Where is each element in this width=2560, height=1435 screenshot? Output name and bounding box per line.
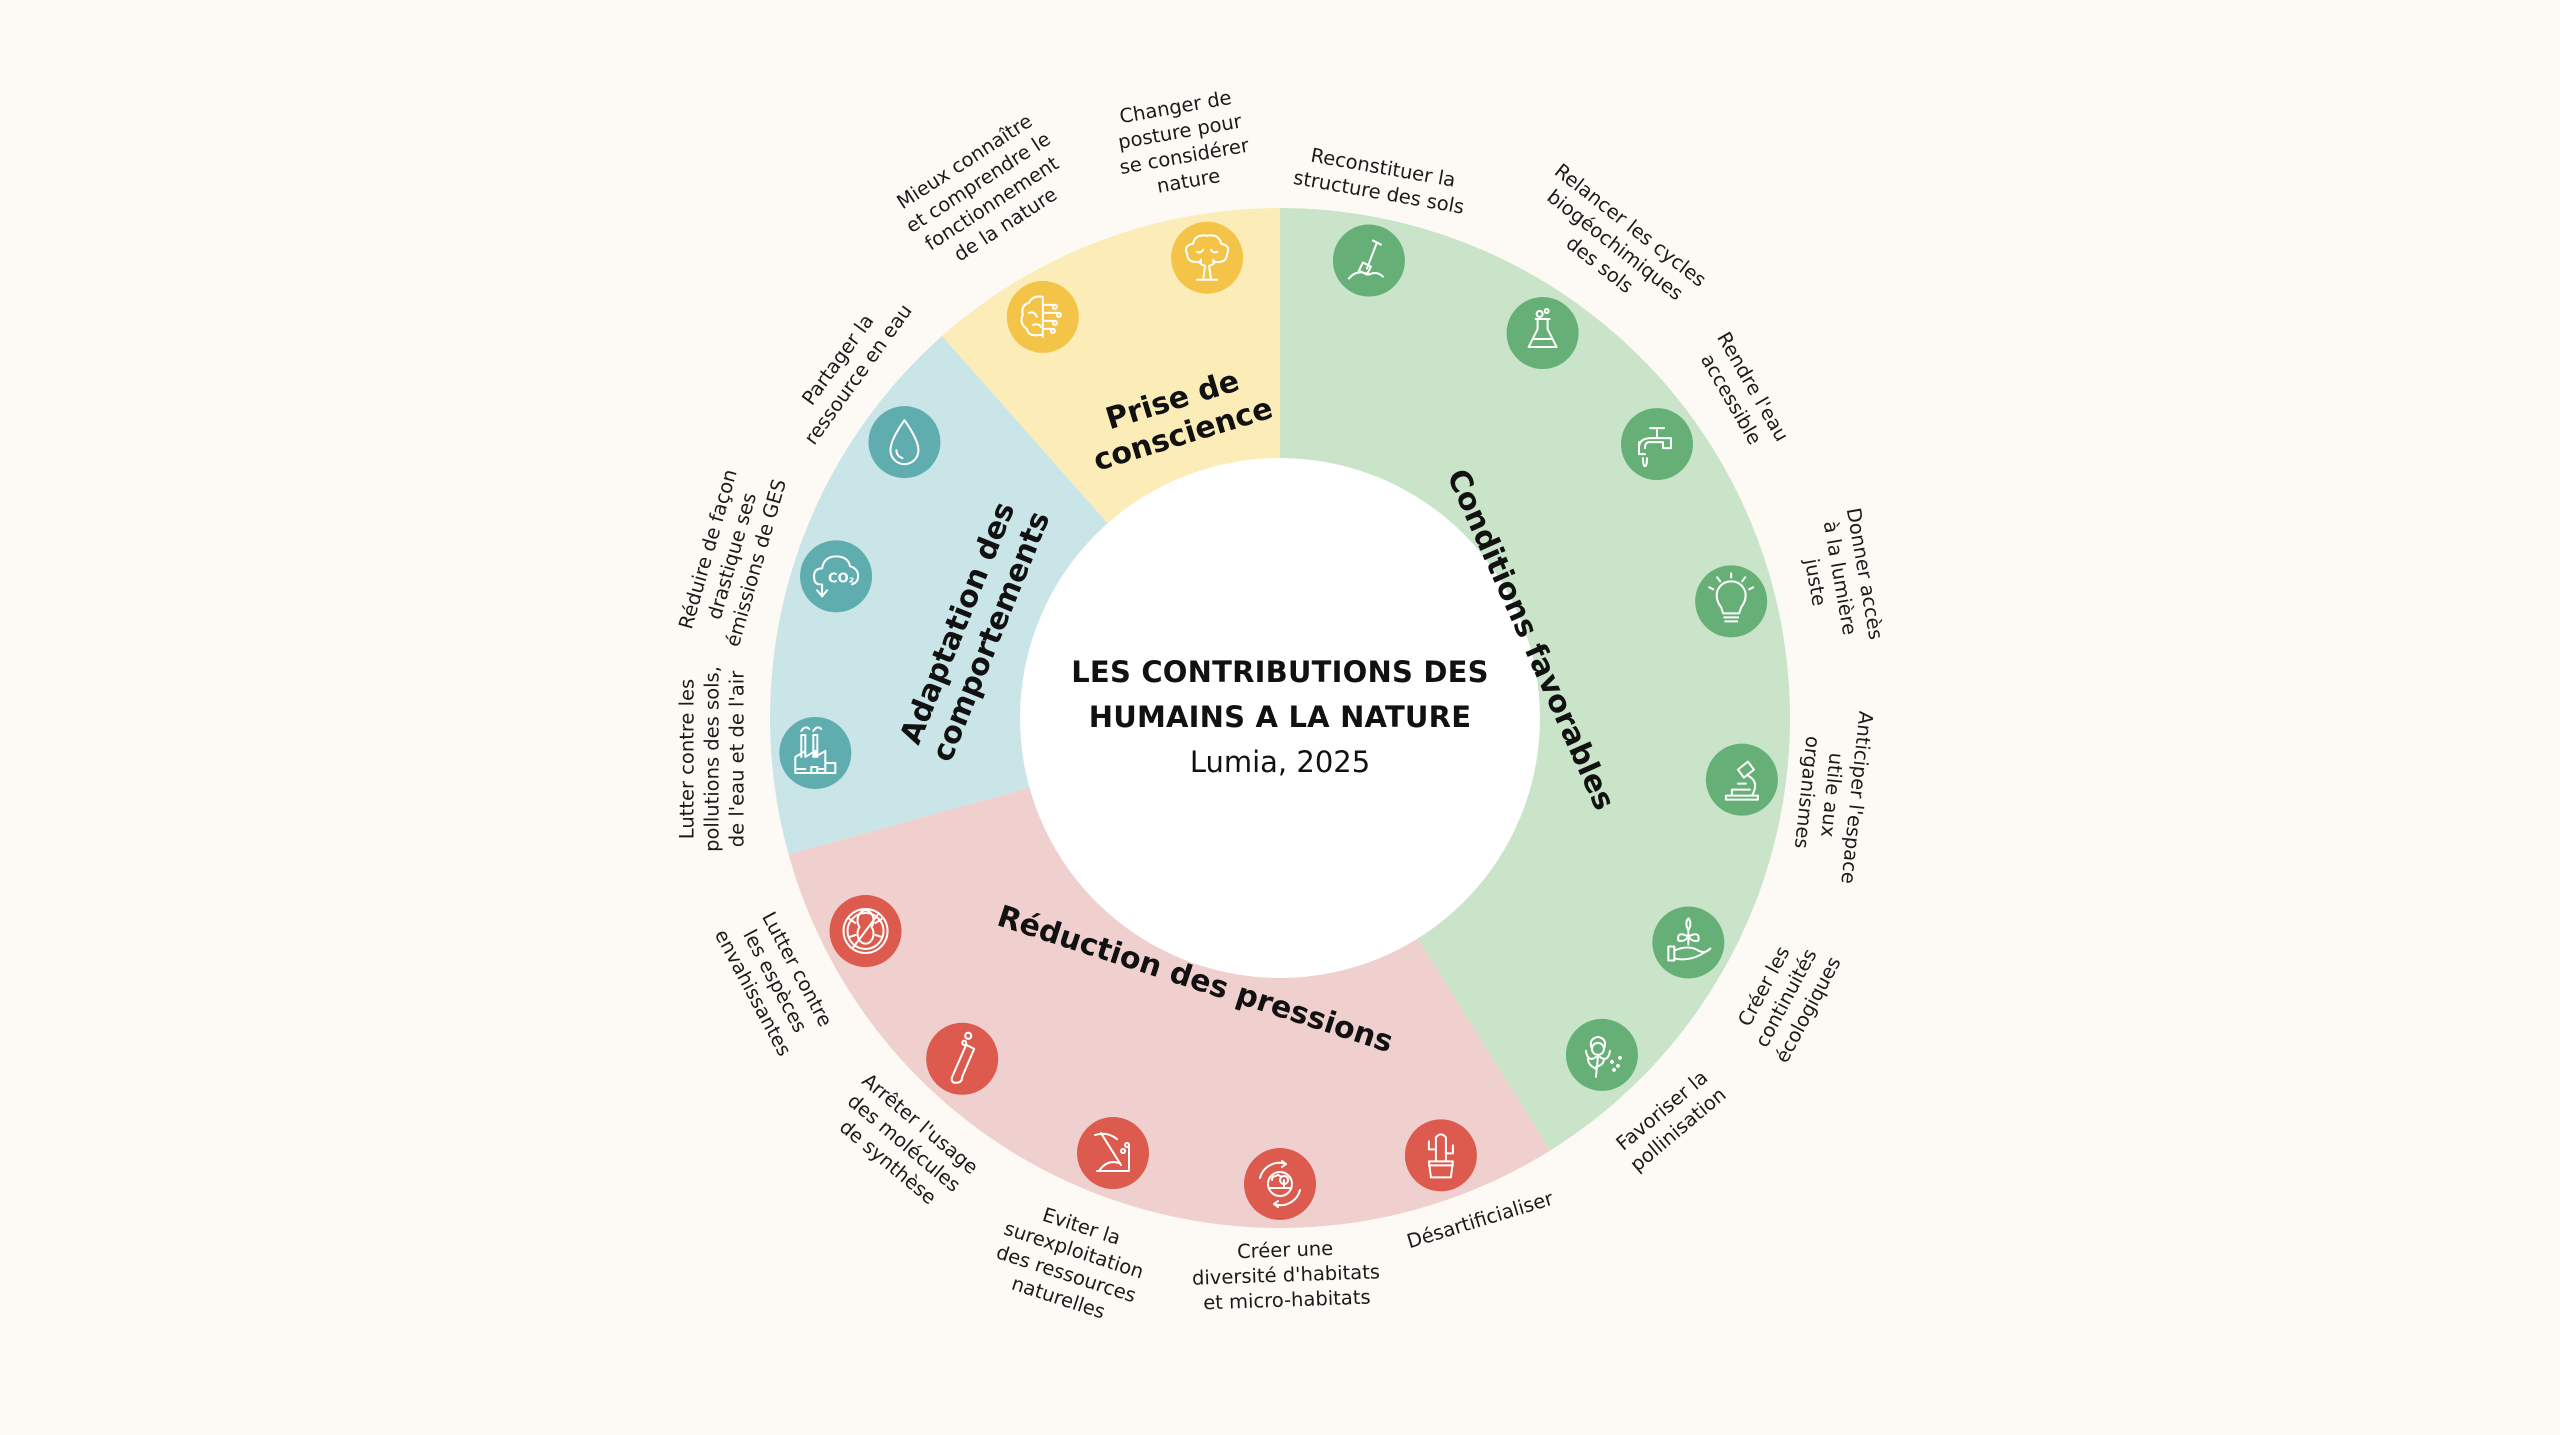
item-label-habitats: Créer une diversité d'habitats et micro-… [1191, 1236, 1381, 1315]
pickaxe-icon-glyph [1094, 1132, 1131, 1173]
center-title-line1: LES CONTRIBUTIONS DES [1071, 655, 1489, 689]
test-tube-icon-glyph [950, 1031, 976, 1084]
shovel-icon [1332, 224, 1405, 297]
brain-icon-glyph [1020, 295, 1062, 338]
icon-badge [1705, 743, 1778, 816]
flower-pollen-icon [1565, 1018, 1638, 1091]
water-tap-icon-glyph [1638, 427, 1673, 468]
icon-badge [1695, 565, 1768, 638]
microscope-icon-glyph [1724, 760, 1759, 801]
cactus-icon [1404, 1119, 1477, 1192]
icon-badge [1244, 1148, 1316, 1220]
icon-badge [1332, 224, 1405, 297]
factory-icon-glyph [794, 726, 837, 774]
water-tap-icon [1621, 408, 1694, 481]
water-drop-icon-glyph [889, 419, 920, 466]
no-bug-icon [829, 895, 902, 968]
no-bug-icon-glyph [842, 908, 889, 955]
hand-plant-icon [1652, 906, 1725, 979]
flask-icon-glyph [1527, 308, 1558, 349]
water-drop-icon [868, 406, 941, 479]
center-title-line2: HUMAINS A LA NATURE [1088, 700, 1472, 734]
segment-reduction [788, 784, 1551, 1228]
microscope-icon [1705, 743, 1778, 816]
icon-badge [926, 1022, 999, 1095]
center-title-block: LES CONTRIBUTIONS DES HUMAINS A LA NATUR… [1030, 650, 1530, 784]
shovel-icon-glyph [1347, 239, 1384, 280]
center-subtitle: Lumia, 2025 [1189, 745, 1371, 779]
co2-cloud-icon: CO₂ [800, 540, 873, 613]
icon-badge [1506, 297, 1579, 370]
icon-badge [1621, 408, 1694, 481]
light-bulb-icon [1695, 565, 1768, 638]
brain-icon [1006, 280, 1079, 353]
icon-badge [868, 406, 941, 479]
habitat-cycle-icon [1244, 1148, 1316, 1220]
hand-plant-icon-glyph [1667, 917, 1712, 962]
test-tube-icon [926, 1022, 999, 1095]
tree-icon-glyph [1184, 234, 1230, 281]
habitat-cycle-icon-glyph [1259, 1160, 1301, 1208]
flower-pollen-icon-glyph [1584, 1035, 1623, 1078]
factory-icon [779, 716, 852, 789]
tree-icon [1171, 221, 1244, 294]
cactus-icon-glyph [1427, 1133, 1454, 1179]
flask-icon [1506, 297, 1579, 370]
icon-badge [1404, 1119, 1477, 1192]
co2-glyph-text: CO₂ [828, 571, 854, 586]
icon-badge [800, 540, 873, 613]
co2-cloud-icon-glyph [813, 555, 860, 598]
item-label-pollutions: Lutter contre les pollutions des sols, d… [675, 666, 749, 852]
light-bulb-icon-glyph [1708, 572, 1755, 623]
pickaxe-icon [1077, 1117, 1150, 1190]
icon-badge [1171, 221, 1244, 294]
icon-badge [1565, 1018, 1638, 1091]
center-disc [1020, 458, 1540, 978]
